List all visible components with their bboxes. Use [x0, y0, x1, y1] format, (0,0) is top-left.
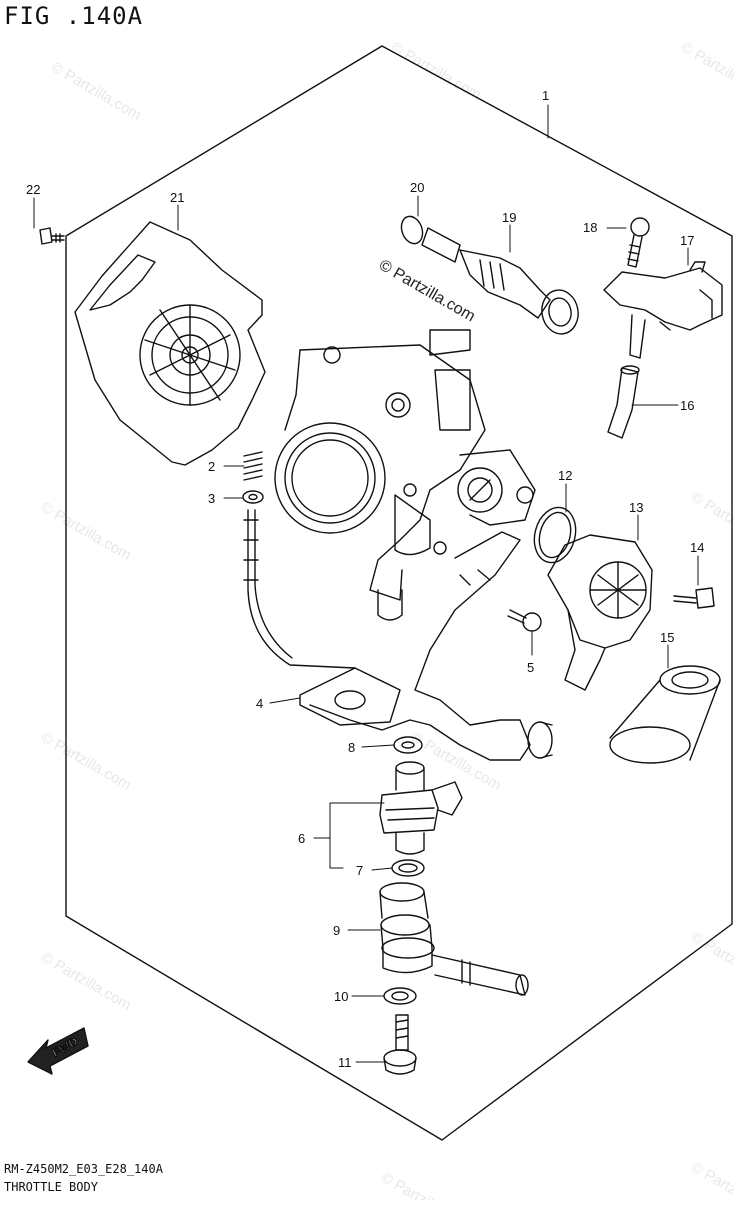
- assembly-boundary: [65, 45, 733, 1141]
- callout-2: 2: [208, 459, 215, 474]
- part-12-oring: [533, 506, 577, 564]
- callout-13: 13: [629, 500, 643, 515]
- figure-code: RM-Z450M2_E03_E28_140A: [4, 1162, 163, 1176]
- part-19-injector: [421, 227, 579, 335]
- callout-8: 8: [348, 740, 355, 755]
- watermark-text: © Partzilla.com: [38, 729, 134, 794]
- part-21-cover: [74, 221, 266, 466]
- part-2-spring: [243, 451, 263, 481]
- throttle-body: [274, 329, 536, 621]
- callout-16: 16: [680, 398, 694, 413]
- callouts: 1 2 3 4 5 6 7 8 9 10 11 12 13 14 15 16 1…: [26, 88, 704, 1070]
- callout-12: 12: [558, 468, 572, 483]
- part-4-plate: [243, 509, 401, 726]
- part-18-screw: [627, 217, 650, 268]
- callout-4: 4: [256, 696, 263, 711]
- callout-3: 3: [208, 491, 215, 506]
- callout-15: 15: [660, 630, 674, 645]
- part-10-washer: [383, 987, 417, 1005]
- part-20-oring: [400, 215, 424, 245]
- watermark-text: © Partzilla.com: [378, 1169, 474, 1200]
- part-11-bolt: [383, 1014, 417, 1075]
- callout-5: 5: [527, 660, 534, 675]
- part-22-bolt: [39, 227, 65, 245]
- part-15-filter: [609, 665, 721, 764]
- callout-1: 1: [542, 88, 549, 103]
- fwd-arrow-icon: FWD: [27, 1027, 89, 1075]
- callout-10: 10: [334, 989, 348, 1004]
- figure-title: FIG .140A: [4, 2, 144, 30]
- part-9-joint: [379, 882, 529, 996]
- callout-18: 18: [583, 220, 597, 235]
- callout-9: 9: [333, 923, 340, 938]
- watermark-text: © Partzilla.com: [688, 929, 734, 994]
- callout-6: 6: [298, 831, 305, 846]
- callout-19: 19: [502, 210, 516, 225]
- part-16-hose: [607, 365, 640, 439]
- watermark-center-text: © Partzilla.com: [376, 257, 478, 326]
- bracket-arm: [309, 531, 553, 761]
- watermark-text: © Partzilla.com: [38, 949, 134, 1014]
- callout-14: 14: [690, 540, 704, 555]
- watermark-text: © Partzilla.com: [688, 1159, 734, 1200]
- watermark-text: © Partzilla.com: [38, 499, 134, 564]
- callout-11: 11: [338, 1055, 352, 1070]
- part-7-oring: [391, 859, 425, 877]
- callout-7: 7: [356, 863, 363, 878]
- callout-22: 22: [26, 182, 40, 197]
- part-13-tps: [547, 534, 653, 691]
- part-6-fitting: [379, 761, 463, 855]
- part-5-screw: [507, 609, 542, 632]
- leader-lines: [33, 104, 699, 1063]
- figure-name: THROTTLE BODY: [4, 1180, 98, 1194]
- part-17-sensor: [603, 261, 723, 359]
- callout-17: 17: [680, 233, 694, 248]
- part-14-bolt: [673, 587, 715, 609]
- watermark-text: © Partzilla.com: [678, 39, 734, 104]
- part-3-washer: [242, 490, 264, 504]
- callout-21: 21: [170, 190, 184, 205]
- callout-20: 20: [410, 180, 424, 195]
- watermark-text: © Partzilla.com: [48, 59, 144, 124]
